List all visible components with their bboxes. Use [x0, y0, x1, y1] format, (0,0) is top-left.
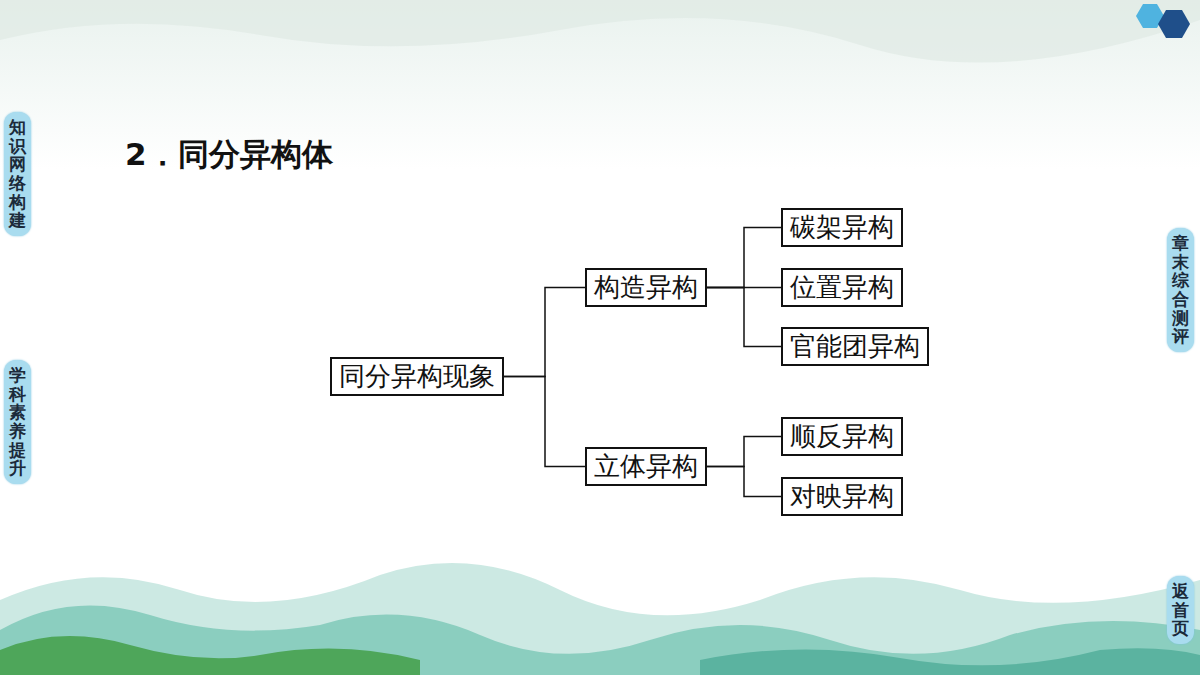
- box-label: 位置异构: [790, 272, 894, 302]
- leaf-box: 位置异构: [781, 268, 903, 307]
- tree-connector: [707, 287, 781, 289]
- leaf-box: 官能团异构: [781, 327, 929, 366]
- leaf-box: 对映异构: [781, 477, 903, 516]
- tree-connector: [707, 288, 781, 347]
- box-label: 构造异构: [594, 272, 698, 302]
- branch-box: 构造异构: [585, 268, 707, 307]
- nav-tab: 返首页: [1167, 576, 1194, 644]
- box-label: 碳架异构: [790, 212, 894, 242]
- hexagon-icon: [1136, 4, 1190, 38]
- tree-connector: [504, 377, 585, 467]
- tree-connector: [707, 437, 781, 467]
- far-mountains: [0, 0, 1200, 63]
- box-label: 顺反异构: [790, 421, 894, 451]
- mid-hills: [0, 605, 1200, 675]
- tree-connector: [504, 288, 585, 377]
- slide-title: 2．同分异构体: [125, 134, 333, 176]
- far-hills: [0, 563, 1200, 675]
- branch-box: 立体异构: [585, 447, 707, 486]
- near-hill-left: [0, 636, 420, 675]
- nav-tab: 学科素养提升: [4, 360, 31, 484]
- tab-label: 知识网络构建: [9, 118, 26, 230]
- tree-connector: [707, 467, 781, 497]
- leaf-box: 碳架异构: [781, 208, 903, 247]
- tree-connector: [707, 228, 781, 288]
- tab-label: 章末综合测评: [1172, 234, 1189, 346]
- box-label: 对映异构: [790, 481, 894, 511]
- leaf-box: 顺反异构: [781, 417, 903, 456]
- nav-tab: 章末综合测评: [1167, 228, 1194, 352]
- box-label: 官能团异构: [790, 331, 920, 361]
- tab-label: 返首页: [1172, 582, 1189, 638]
- box-label: 立体异构: [594, 451, 698, 481]
- nav-tab: 知识网络构建: [4, 112, 31, 236]
- tab-label: 学科素养提升: [9, 366, 26, 478]
- root-box: 同分异构现象: [330, 357, 504, 396]
- near-hill-right: [700, 648, 1200, 675]
- box-label: 同分异构现象: [339, 361, 495, 391]
